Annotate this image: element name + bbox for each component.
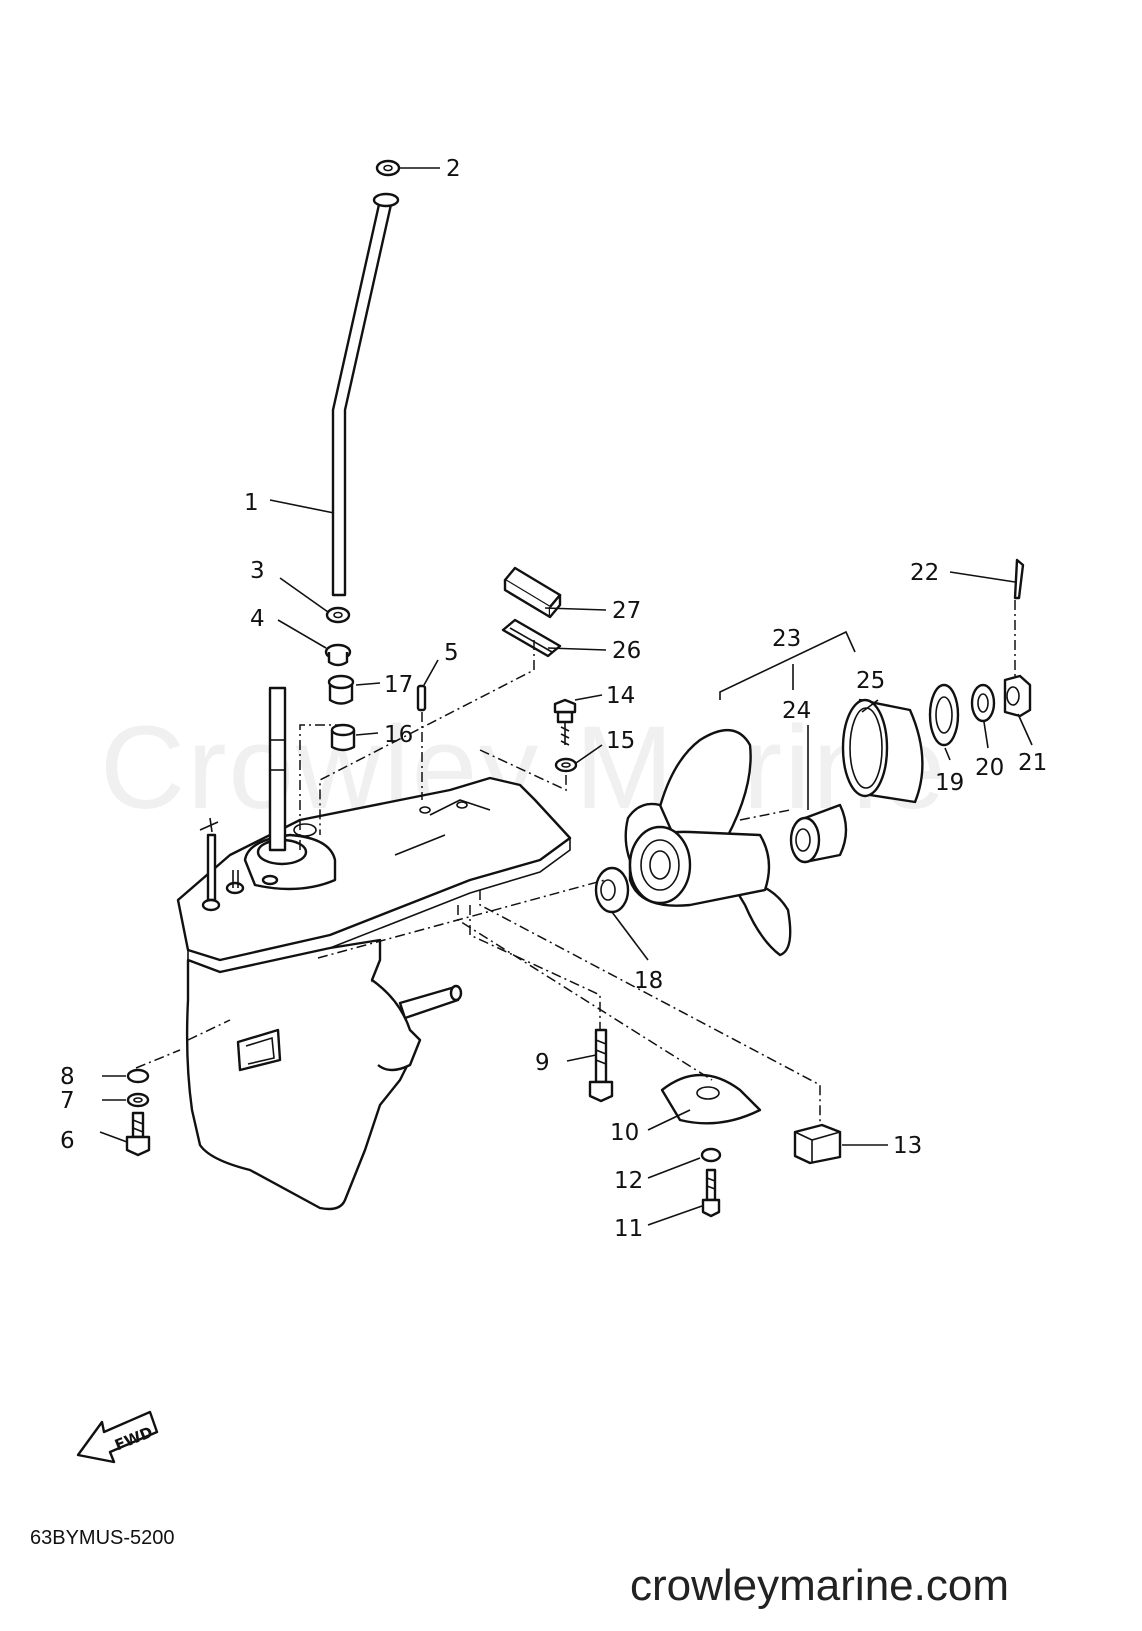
washer-19 (928, 683, 960, 747)
bushing-24 (789, 803, 848, 864)
callout-14: 14 (606, 683, 635, 709)
callout-12: 12 (614, 1168, 643, 1194)
washer-8 (126, 1068, 150, 1084)
callout-16: 16 (384, 722, 413, 748)
fwd-arrow-icon: FWD (76, 1410, 159, 1464)
callout-24: 24 (782, 698, 811, 724)
callout-numbers: 2 1 3 4 5 17 16 27 26 14 15 22 23 24 25 … (60, 156, 1047, 1242)
bolt-6 (125, 1111, 151, 1157)
callout-13: 13 (893, 1133, 922, 1159)
washer-15 (554, 757, 578, 773)
seal-27 (503, 566, 562, 619)
pin-5 (416, 684, 427, 712)
lower-case (176, 686, 572, 1211)
diagram-code: 63BYMUS-5200 (30, 1527, 175, 1549)
propeller-23 (624, 728, 792, 957)
cotter-pin-22 (1013, 558, 1025, 600)
callout-17: 17 (384, 672, 413, 698)
callout-18: 18 (634, 968, 663, 994)
callout-7: 7 (60, 1088, 75, 1114)
callout-20: 20 (975, 755, 1004, 781)
washer-3 (325, 606, 351, 624)
callout-1: 1 (244, 490, 259, 516)
bolt-9 (588, 1028, 614, 1103)
bushing-17 (327, 674, 355, 705)
callout-5: 5 (444, 640, 459, 666)
nut-21 (1003, 674, 1032, 718)
collar-16 (330, 723, 356, 752)
bolt-11 (701, 1168, 721, 1218)
bolt-14 (553, 698, 577, 746)
leader-lines (99, 167, 1033, 1226)
thrust-washer-18 (594, 866, 630, 914)
callout-21: 21 (1018, 750, 1047, 776)
callout-23: 23 (772, 626, 801, 652)
callout-26: 26 (612, 638, 641, 664)
callout-3: 3 (250, 558, 265, 584)
callout-11: 11 (614, 1216, 643, 1242)
assembly-lines (135, 600, 1016, 1125)
anode-13 (793, 1123, 842, 1165)
callout-2: 2 (446, 156, 461, 182)
washer-7 (126, 1092, 150, 1108)
callout-9: 9 (535, 1050, 550, 1076)
callout-22: 22 (910, 560, 939, 586)
seal-26 (501, 618, 562, 658)
shift-rod (331, 192, 400, 597)
callout-15: 15 (606, 728, 635, 754)
bushing-4 (324, 643, 352, 667)
spacer-25 (841, 698, 924, 804)
callout-8: 8 (60, 1064, 75, 1090)
callout-4: 4 (250, 606, 265, 632)
grommet-2 (375, 159, 401, 177)
callout-19: 19 (935, 770, 964, 796)
site-url: crowleymarine.com (630, 1561, 1009, 1610)
callout-25: 25 (856, 668, 885, 694)
washer-20 (970, 683, 996, 723)
washer-12 (700, 1147, 722, 1163)
callout-6: 6 (60, 1128, 75, 1154)
callout-10: 10 (610, 1120, 639, 1146)
callout-27: 27 (612, 598, 641, 624)
